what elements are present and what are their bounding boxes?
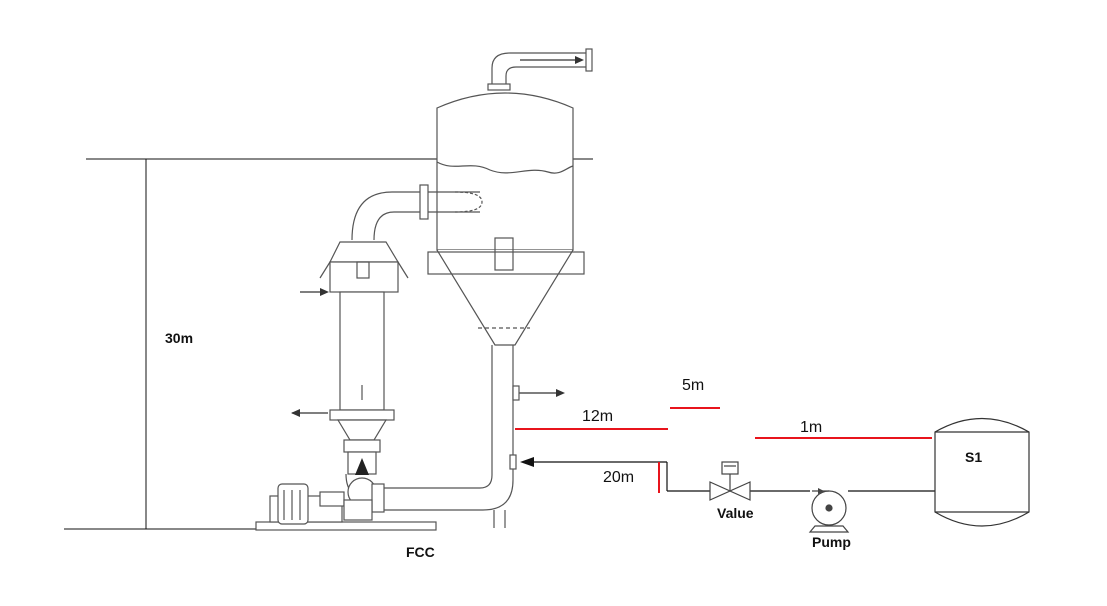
- segment-5m-label: 5m: [682, 377, 704, 394]
- heat-exchanger: [291, 184, 483, 513]
- highlight-segments: [515, 407, 932, 493]
- pump-label: Pump: [812, 534, 851, 550]
- support-flange: [427, 251, 585, 275]
- return-line: [509, 454, 935, 492]
- top-outlet-arrow: [575, 56, 584, 64]
- segment-12m-label: 12m: [582, 408, 613, 425]
- top-flange: [585, 48, 593, 72]
- height-label: 30m: [165, 330, 193, 346]
- upflow-arrow: [355, 458, 369, 475]
- inner-baffle: [494, 237, 514, 271]
- top-nozzle: [487, 83, 511, 91]
- feed-arrow: [320, 288, 329, 296]
- tank-icon: [934, 418, 1030, 527]
- side-outlet-arrow: [556, 389, 565, 397]
- base-plate: [255, 521, 437, 531]
- segment-1m-label: 1m: [800, 419, 822, 436]
- evaporator-vessel: [383, 48, 593, 528]
- valve-icon: [709, 461, 751, 501]
- pump-icon: [808, 488, 850, 533]
- fcc-motor: [255, 483, 437, 531]
- tank-label: S1: [965, 449, 982, 465]
- segment-20m-label: 20m: [603, 469, 634, 486]
- valve-label: Value: [717, 505, 754, 521]
- condensate-arrow: [291, 409, 300, 417]
- inlet-arrow: [520, 457, 534, 467]
- vessel-body: [436, 92, 574, 251]
- fcc-label: FCC: [406, 544, 435, 560]
